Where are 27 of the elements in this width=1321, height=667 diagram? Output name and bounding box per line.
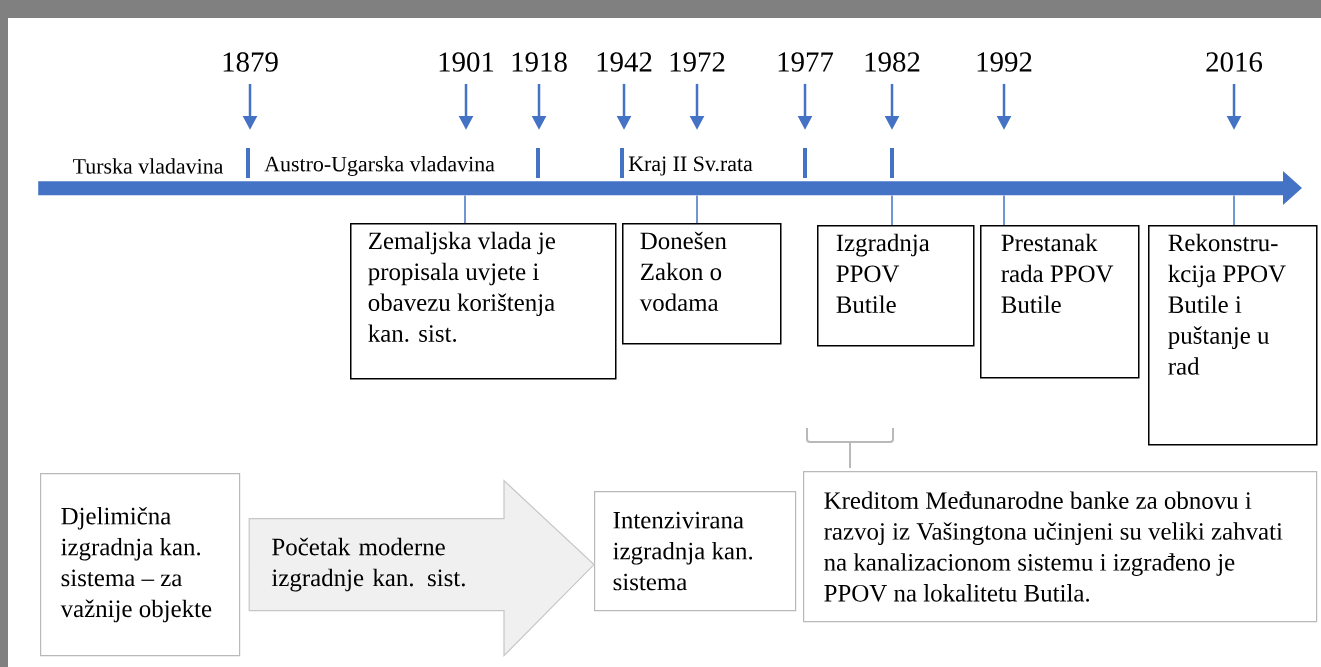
event-box: Donešen Zakon o vodama: [622, 223, 782, 345]
year-label: 1972: [670, 52, 725, 72]
event-box: Intenzivirana izgradnja kan. sistema: [594, 491, 797, 612]
year-label: 1901: [439, 52, 494, 72]
block-arrow: [248, 479, 595, 658]
event-box: Prestanak rada PPOV Butile: [980, 225, 1140, 379]
year-label: 1918: [512, 52, 567, 72]
event-box: Zemaljska vlada je propisala uvjete i obavezu korištenja kan. sist.: [350, 223, 617, 380]
period-label: Austro-Ugarska vladavina: [263, 155, 496, 177]
year-label: 1982: [865, 52, 920, 72]
leader-line: [891, 194, 893, 226]
year-label: 1977: [778, 52, 834, 72]
event-box: Kreditom Međunarodne banke za obnovu i razvoj iz Vašingtona učinjeni su veliki zahvati na kanalizacionom sistemu i izgrađeno je PPOV na lokalitetu Butila.: [803, 471, 1318, 623]
leader-line: [696, 194, 698, 224]
year-label: 1992: [977, 52, 1032, 72]
event-box: Djelimična izgradnja kan. sistema – za važnije objekte: [40, 473, 241, 657]
leader-line: [464, 194, 466, 224]
event-box: Rekonstru-kcija PPOV Butile i puštanje u rad: [1148, 225, 1318, 446]
period-label: Kraj II Sv.rata: [627, 155, 754, 177]
leader-line: [1233, 194, 1235, 226]
event-box: Izgradnja PPOV Butile: [817, 225, 975, 347]
period-label: Turska vladavina: [71, 157, 225, 175]
year-label: 2016: [1206, 52, 1263, 72]
edge-label: Početak moderne izgradnje kan. sist.: [271, 537, 465, 592]
year-label: 1942: [597, 52, 652, 72]
year-label: 1879: [223, 52, 278, 72]
leader-line: [1003, 194, 1005, 226]
